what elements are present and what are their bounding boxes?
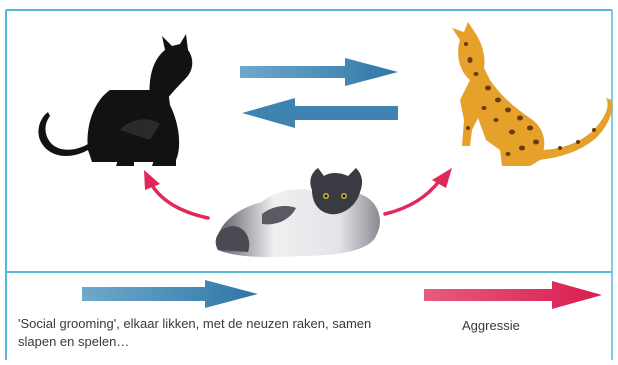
lying-fluffy-cat-icon (216, 168, 380, 257)
social-arrow-left (242, 98, 398, 128)
aggression-caption: Aggressie (462, 317, 520, 335)
sitting-black-cat-icon (38, 34, 192, 166)
social-behaviour-caption: 'Social grooming', elkaar likken, met de… (18, 315, 378, 351)
aggression-arrow-to-leopard-cat (385, 168, 452, 214)
aggression-arrow-to-black-cat (144, 170, 208, 218)
diagram-frame (6, 10, 612, 360)
legend-aggression-arrow (424, 281, 602, 309)
leopard-spotted-cat-icon (452, 22, 612, 166)
legend-social-arrow (82, 280, 258, 308)
social-arrow-right (240, 58, 398, 86)
